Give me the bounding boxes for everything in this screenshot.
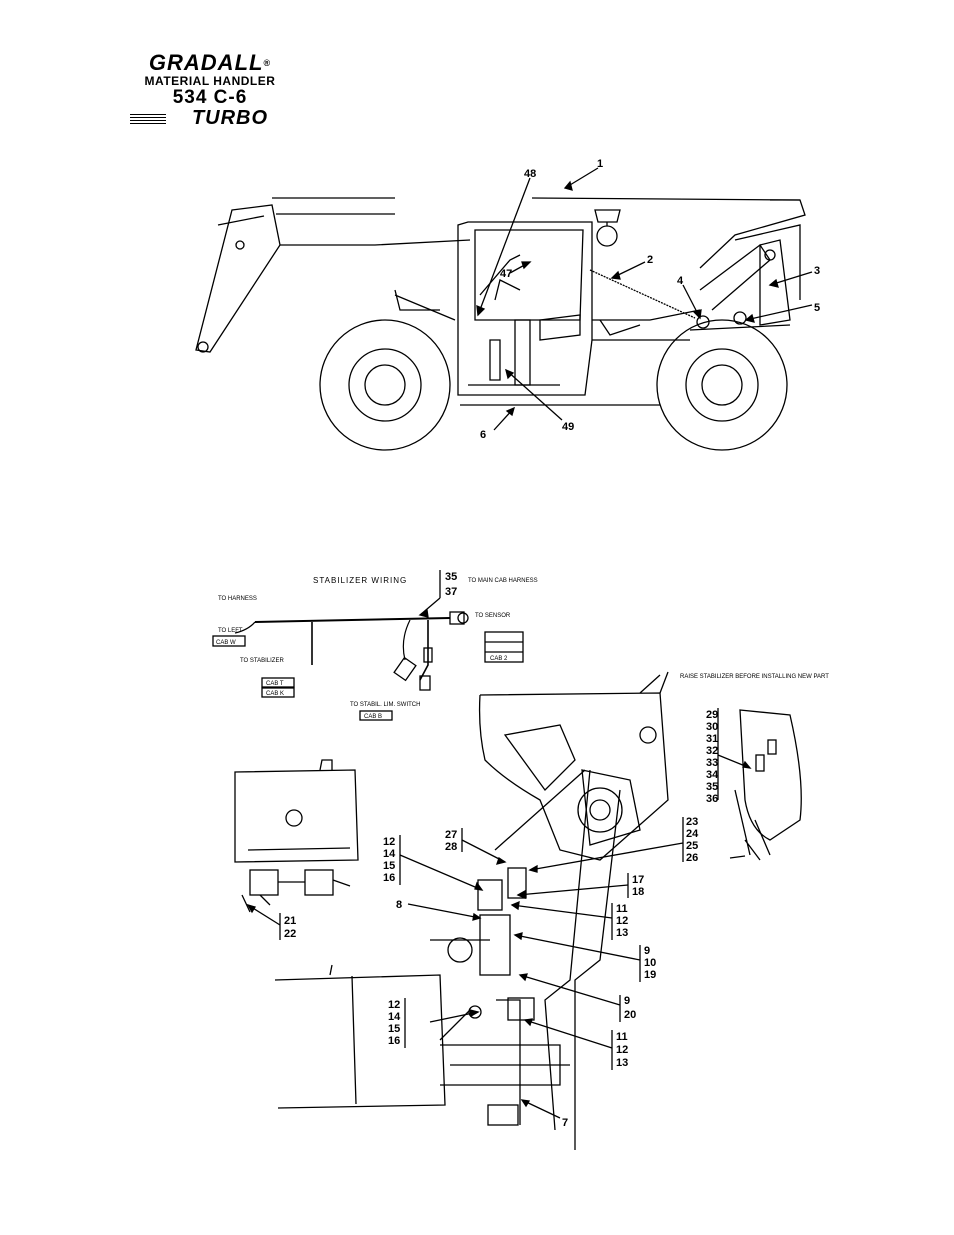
to-cab-harness-label: TO MAIN CAB HARNESS <box>468 578 538 584</box>
callout-37: 37 <box>445 586 457 598</box>
logo-subtitle: MATERIAL HANDLER <box>144 74 276 88</box>
callout-1: 1 <box>597 158 603 170</box>
callout-13b: 13 <box>616 1057 628 1069</box>
callout-21: 21 <box>284 915 296 927</box>
wire-tag-5: CAB 2 <box>490 656 508 662</box>
speed-lines-icon <box>130 114 166 124</box>
callout-34: 34 <box>706 769 719 781</box>
gradall-logo: GRADALL® MATERIAL HANDLER 534 C-6 TURBO <box>110 52 310 128</box>
wire-tag-1: CAB W <box>216 640 236 646</box>
callout-10: 10 <box>644 957 656 969</box>
callout-13a: 13 <box>616 927 628 939</box>
machine-side-view <box>195 197 806 451</box>
callout-15a: 15 <box>383 860 395 872</box>
wire-tag-3: CAB K <box>266 691 284 697</box>
callout-47: 47 <box>500 268 512 280</box>
callout-19: 19 <box>644 969 656 981</box>
callout-28: 28 <box>445 841 457 853</box>
callout-20: 20 <box>624 1009 636 1021</box>
callout-30: 30 <box>706 721 718 733</box>
callout-27: 27 <box>445 829 457 841</box>
callout-23: 23 <box>686 816 698 828</box>
detail-callout-leaders <box>246 708 752 1119</box>
callout-49: 49 <box>562 421 574 433</box>
callout-35-top: 35 <box>445 571 457 583</box>
wire-label-harness: TO HARNESS <box>218 596 257 602</box>
callout-36: 36 <box>706 793 718 805</box>
callout-12c: 12 <box>388 999 400 1011</box>
callout-9a: 9 <box>644 945 650 957</box>
callout-18: 18 <box>632 886 644 898</box>
callout-12a: 12 <box>383 836 395 848</box>
callout-11b: 11 <box>616 1031 628 1043</box>
logo-brand: GRADALL® <box>148 50 272 75</box>
callout-29: 29 <box>706 709 718 721</box>
callout-16a: 16 <box>383 872 395 884</box>
callout-32: 32 <box>706 745 718 757</box>
callout-8: 8 <box>396 899 402 911</box>
stabilizer-wiring <box>212 570 524 721</box>
wire-label-stabilizer: TO STABILIZER <box>240 658 284 664</box>
wire-tag-4: CAB B <box>364 714 382 720</box>
wire-label-left: TO LEFT <box>218 628 243 634</box>
stabilizer-detail <box>234 671 802 1150</box>
detail-note: RAISE STABILIZER BEFORE INSTALLING NEW P… <box>680 674 829 680</box>
callout-26: 26 <box>686 852 698 864</box>
callout-15b: 15 <box>388 1023 400 1035</box>
callout-4: 4 <box>677 275 684 287</box>
callout-22: 22 <box>284 928 296 940</box>
wire-tag-2: CAB T <box>266 681 284 687</box>
logo-turbo: TURBO <box>110 108 310 128</box>
wiring-labels: STABILIZER WIRING 35 37 TO MAIN CAB HARN… <box>216 571 538 720</box>
callout-2: 2 <box>647 254 653 266</box>
callout-6: 6 <box>480 429 486 441</box>
callout-11a: 11 <box>616 903 628 915</box>
wire-label-limit-switch: TO STABIL. LIM. SWITCH <box>350 702 420 708</box>
note-leader <box>639 674 661 694</box>
callout-7: 7 <box>562 1117 568 1129</box>
callout-24: 24 <box>686 828 699 840</box>
callout-33: 33 <box>706 757 718 769</box>
callout-25: 25 <box>686 840 698 852</box>
detail-callout-labels: RAISE STABILIZER BEFORE INSTALLING NEW P… <box>284 674 829 1129</box>
callout-12b: 12 <box>616 915 628 927</box>
callout-48: 48 <box>524 168 536 180</box>
callout-9b: 9 <box>624 995 630 1007</box>
callout-14a: 14 <box>383 848 396 860</box>
callout-5: 5 <box>814 302 820 314</box>
logo-model: 534 C-6 <box>172 87 248 108</box>
top-callout-leaders <box>476 167 813 431</box>
callout-31: 31 <box>706 733 718 745</box>
callout-3: 3 <box>814 265 820 277</box>
callout-14b: 14 <box>388 1011 401 1023</box>
callout-35: 35 <box>706 781 718 793</box>
callout-12d: 12 <box>616 1044 628 1056</box>
wire-label-sensor: TO SENSOR <box>475 613 511 619</box>
wiring-title: STABILIZER WIRING <box>313 576 407 585</box>
callout-17: 17 <box>632 874 644 886</box>
top-callout-labels: 1 2 3 4 5 6 47 48 49 <box>480 158 820 441</box>
callout-16b: 16 <box>388 1035 400 1047</box>
